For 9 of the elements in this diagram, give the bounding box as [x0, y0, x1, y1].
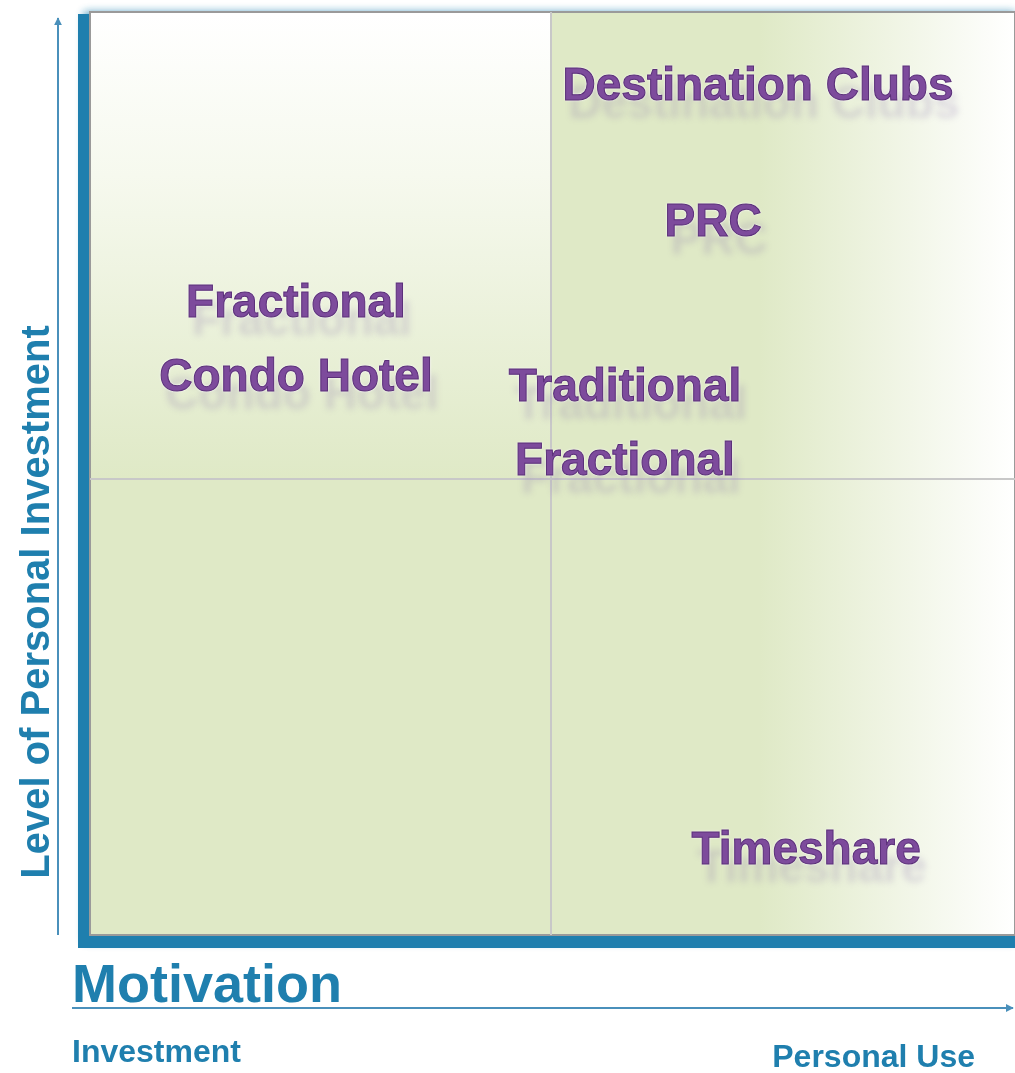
- quadrant-label: PRC: [664, 196, 762, 245]
- quadrant-label: Traditional Fractional: [507, 357, 743, 487]
- quadrant-label: Fractional Condo Hotel: [158, 273, 434, 403]
- axis-title: Motivation: [72, 955, 342, 1012]
- quadrant-label: Timeshare: [691, 824, 921, 873]
- axis-title: Level of Personal Investment: [13, 325, 56, 879]
- axis-end-label: Investment: [72, 1035, 241, 1069]
- axis-end-label: Personal Use: [772, 1040, 975, 1073]
- quadrant-label: Destination Clubs: [562, 60, 954, 109]
